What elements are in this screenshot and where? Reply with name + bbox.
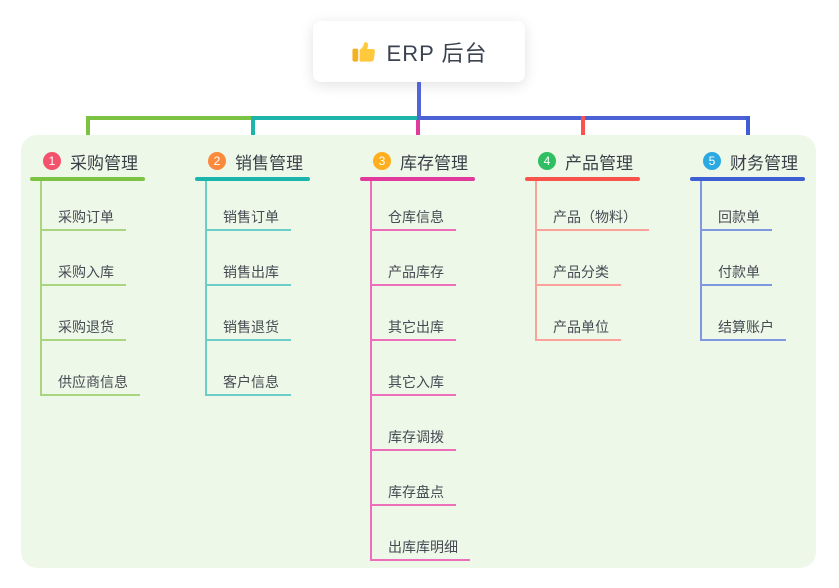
branch-underline xyxy=(360,177,475,181)
root-node[interactable]: ERP 后台 xyxy=(313,21,525,82)
branches-panel xyxy=(21,135,816,568)
branch-child-connector xyxy=(370,181,372,561)
child-node[interactable]: 采购入库 xyxy=(40,260,126,286)
branch-underline xyxy=(525,177,640,181)
branch-label: 库存管理 xyxy=(400,153,468,173)
connector-drop-1 xyxy=(86,116,90,141)
branch-header-2[interactable]: 2 销售管理 xyxy=(195,148,360,174)
connector-drop-3 xyxy=(416,120,420,141)
child-node[interactable]: 销售退货 xyxy=(205,315,291,341)
branch-label: 销售管理 xyxy=(235,153,303,173)
child-node[interactable]: 产品（物料） xyxy=(535,205,649,231)
child-node[interactable]: 产品库存 xyxy=(370,260,456,286)
branch-number-badge: 4 xyxy=(538,152,556,170)
connector-drop-4 xyxy=(581,116,585,141)
branch-number-badge: 3 xyxy=(373,152,391,170)
child-node[interactable]: 其它入库 xyxy=(370,370,456,396)
connector-trunk-green xyxy=(86,116,253,120)
branch-4: 4 产品管理 产品（物料） 产品分类产品单位 xyxy=(525,148,690,341)
child-node[interactable]: 库存盘点 xyxy=(370,480,456,506)
root-node-label: ERP 后台 xyxy=(386,40,488,66)
thumbs-up-icon xyxy=(351,39,377,64)
child-node[interactable]: 出库库明细 xyxy=(370,535,470,561)
branch-2: 2 销售管理 销售订单销售出库销售退货客户信息 xyxy=(195,148,360,396)
branch-label: 财务管理 xyxy=(730,153,798,173)
branch-label: 产品管理 xyxy=(565,153,633,173)
child-node[interactable]: 回款单 xyxy=(700,205,772,231)
child-node[interactable]: 其它出库 xyxy=(370,315,456,341)
branch-label: 采购管理 xyxy=(70,153,138,173)
connector-drop-5 xyxy=(746,116,750,141)
branch-child-connector xyxy=(535,181,537,341)
connector-trunk-teal xyxy=(253,116,417,120)
child-node[interactable]: 采购订单 xyxy=(40,205,126,231)
branch-number-badge: 2 xyxy=(208,152,226,170)
child-node[interactable]: 供应商信息 xyxy=(40,370,140,396)
branch-number-badge: 5 xyxy=(703,152,721,170)
branch-child-connector xyxy=(40,181,42,396)
child-node[interactable]: 库存调拨 xyxy=(370,425,456,451)
child-node[interactable]: 销售出库 xyxy=(205,260,291,286)
branch-header-4[interactable]: 4 产品管理 xyxy=(525,148,690,174)
branch-underline xyxy=(195,177,310,181)
branch-1: 1 采购管理 采购订单采购入库采购退货供应商信息 xyxy=(30,148,195,396)
branch-underline xyxy=(30,177,145,181)
child-node[interactable]: 付款单 xyxy=(700,260,772,286)
connector-drop-2 xyxy=(251,116,255,141)
branch-number-badge: 1 xyxy=(43,152,61,170)
child-node[interactable]: 客户信息 xyxy=(205,370,291,396)
branch-header-1[interactable]: 1 采购管理 xyxy=(30,148,195,174)
branch-header-3[interactable]: 3 库存管理 xyxy=(360,148,525,174)
child-node[interactable]: 采购退货 xyxy=(40,315,126,341)
child-node[interactable]: 产品分类 xyxy=(535,260,621,286)
branch-3: 3 库存管理 仓库信息产品库存其它出库其它入库库存调拨库存盘点出库库明细 xyxy=(360,148,525,561)
branch-5: 5 财务管理 回款单付款单结算账户 xyxy=(690,148,839,341)
child-node[interactable]: 产品单位 xyxy=(535,315,621,341)
child-node[interactable]: 结算账户 xyxy=(700,315,786,341)
connector-root-stem xyxy=(417,82,421,120)
child-node[interactable]: 销售订单 xyxy=(205,205,291,231)
child-node[interactable]: 仓库信息 xyxy=(370,205,456,231)
branch-header-5[interactable]: 5 财务管理 xyxy=(690,148,839,174)
branch-underline xyxy=(690,177,805,181)
branch-child-connector xyxy=(700,181,702,341)
branch-child-connector xyxy=(205,181,207,396)
